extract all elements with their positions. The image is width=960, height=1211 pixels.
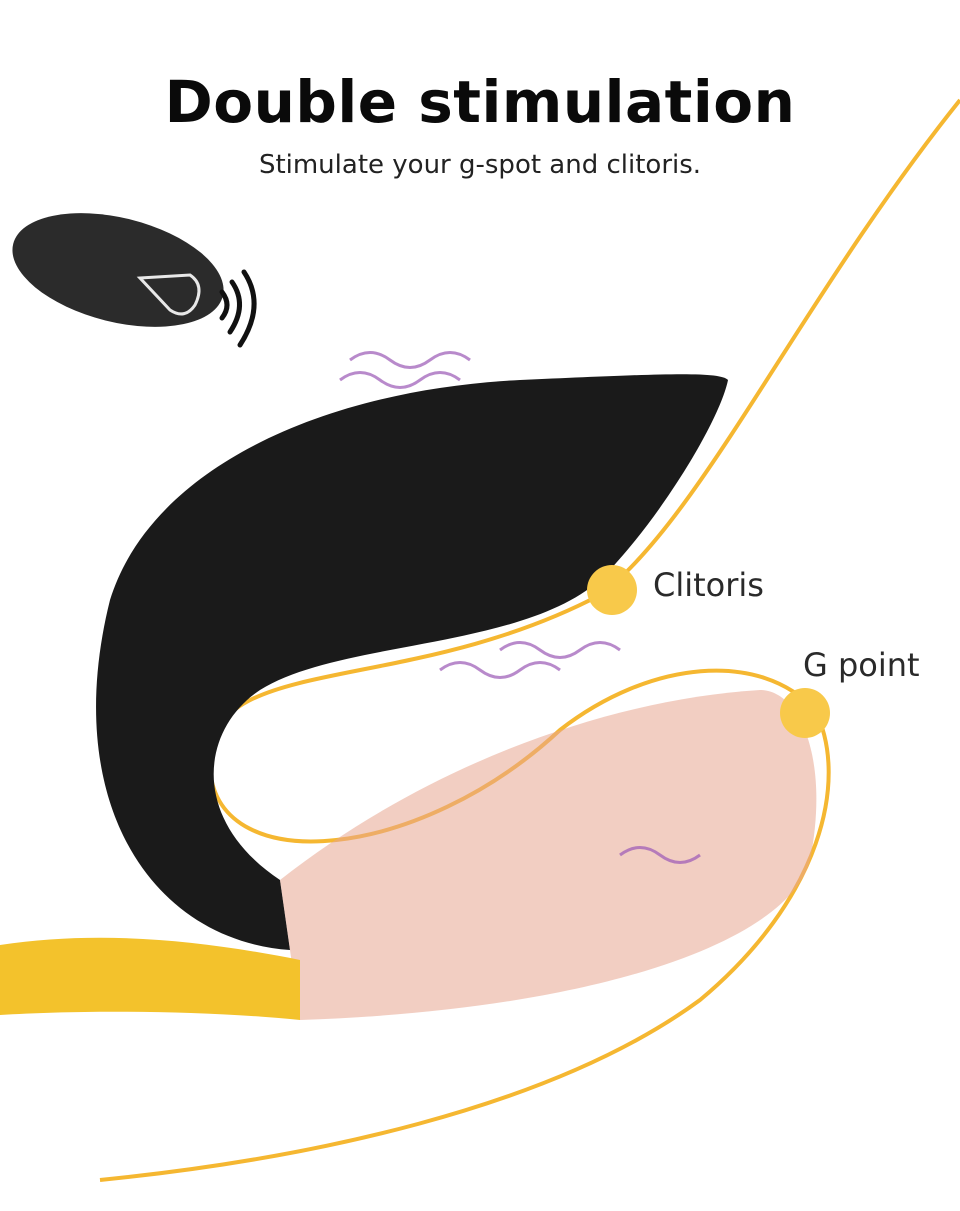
yellow-band <box>0 937 300 1020</box>
remote-control-icon <box>12 213 224 327</box>
clitoris-marker <box>587 565 637 615</box>
vibration-waves <box>339 351 701 864</box>
callout-label-g-point: G point <box>803 646 920 684</box>
page-subtitle: Stimulate your g-spot and clitoris. <box>258 150 702 180</box>
page-title: Double stimulation <box>164 68 796 136</box>
device-upper-arm <box>96 374 728 950</box>
g-point-marker <box>780 688 830 738</box>
device-lower-arm <box>280 690 817 1020</box>
callout-label-clitoris: Clitoris <box>653 566 764 604</box>
wireless-signal-icon <box>219 269 257 348</box>
